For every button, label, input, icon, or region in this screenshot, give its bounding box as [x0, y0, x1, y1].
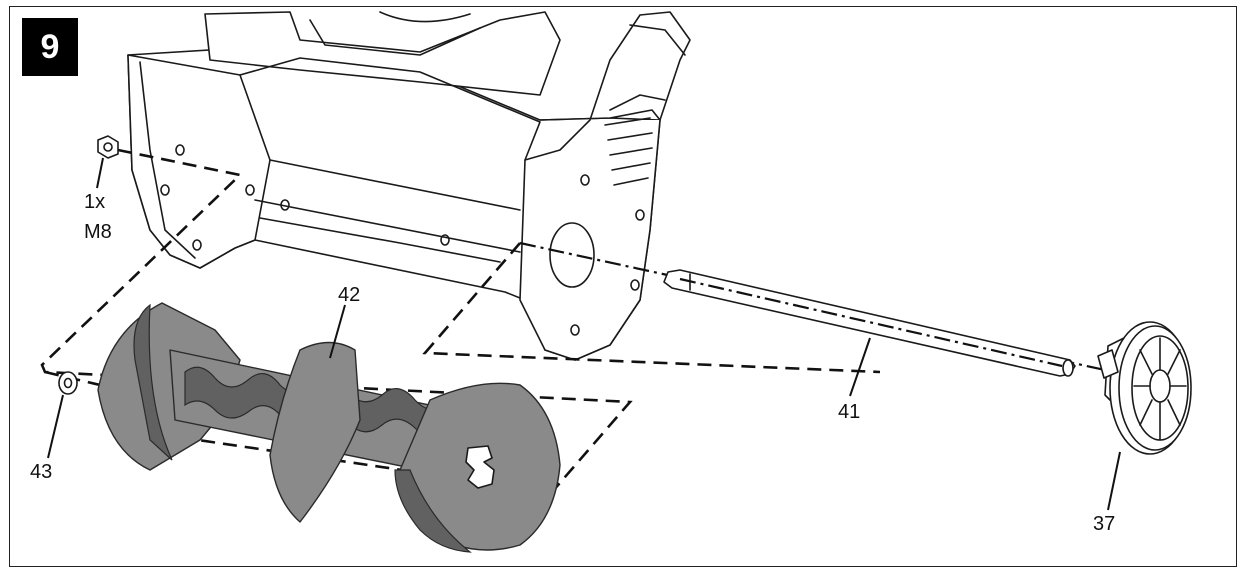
wheel: [1097, 321, 1192, 455]
nut-m8: [97, 135, 119, 159]
housing: [127, 11, 691, 361]
fastener-quantity-label: 1x: [84, 191, 106, 213]
wheel-part-number: 37: [1093, 513, 1116, 535]
step-number: 9: [40, 27, 60, 66]
washer-part-number: 43: [30, 461, 53, 483]
leader-lines: [47, 157, 1121, 511]
auger-part-number: 42: [338, 284, 361, 306]
washer: [58, 371, 78, 395]
auger: [97, 302, 561, 553]
axle-part-number: 41: [838, 401, 861, 423]
axle-shaft: [663, 269, 1076, 377]
step-number-badge: 9: [22, 18, 78, 76]
fastener-size-label: M8: [84, 221, 112, 243]
